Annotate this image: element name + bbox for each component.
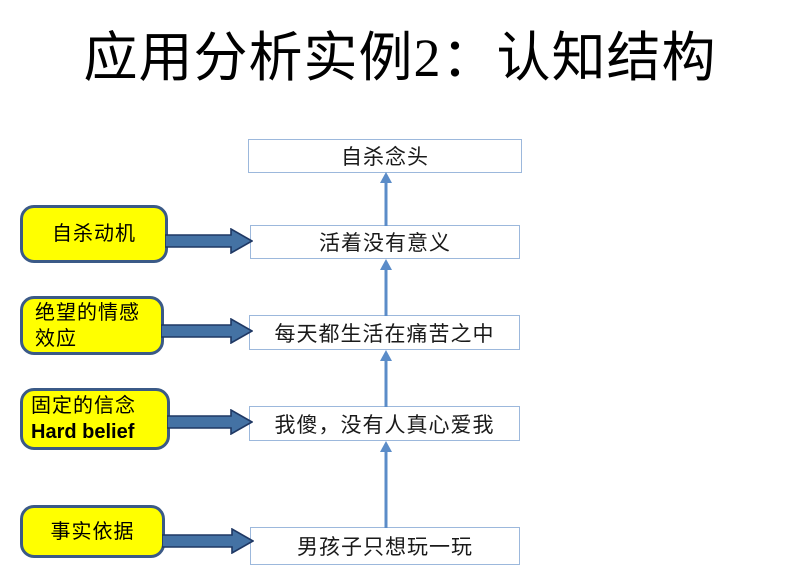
arrow-up-to-daily-suffering xyxy=(378,350,394,407)
label-box-despair-emotion[interactable]: 绝望的情感 效应 xyxy=(20,296,164,355)
label-line-1: 事实依据 xyxy=(50,520,135,543)
label-line-1: 固定的信念 xyxy=(31,395,136,417)
label-box-hard-belief[interactable]: 固定的信念 Hard belief xyxy=(20,388,170,450)
block-arrow-right-to-nobody-loves-me xyxy=(167,409,253,435)
statement-box-life-meaningless[interactable]: 活着没有意义 xyxy=(250,225,520,259)
statement-box-daily-suffering[interactable]: 每天都生活在痛苦之中 xyxy=(249,315,520,350)
block-arrow-right-to-daily-suffering xyxy=(161,318,253,344)
label-line-1: 绝望的情感 xyxy=(35,301,140,324)
statement-box-suicidal-thought[interactable]: 自杀念头 xyxy=(248,139,522,173)
arrow-up-to-nobody-loves-me xyxy=(378,441,394,528)
statement-box-nobody-loves-me[interactable]: 我傻，没有人真心爱我 xyxy=(249,406,520,441)
label-line-2: 效应 xyxy=(35,327,77,350)
arrow-up-to-suicidal-thought xyxy=(378,172,394,226)
page-title: 应用分析实例2：认知结构 xyxy=(83,28,717,88)
label-line-2: Hard belief xyxy=(31,421,135,443)
arrow-up-to-life-meaningless xyxy=(378,259,394,316)
label-box-suicide-motive[interactable]: 自杀动机 xyxy=(20,205,168,263)
block-arrow-right-to-life-meaningless xyxy=(165,228,253,254)
label-line-1: 自杀动机 xyxy=(52,223,136,245)
label-box-factual-basis[interactable]: 事实依据 xyxy=(20,505,165,558)
block-arrow-right-to-boy-just-playing xyxy=(162,528,254,554)
statement-box-boy-just-playing[interactable]: 男孩子只想玩一玩 xyxy=(250,527,520,565)
